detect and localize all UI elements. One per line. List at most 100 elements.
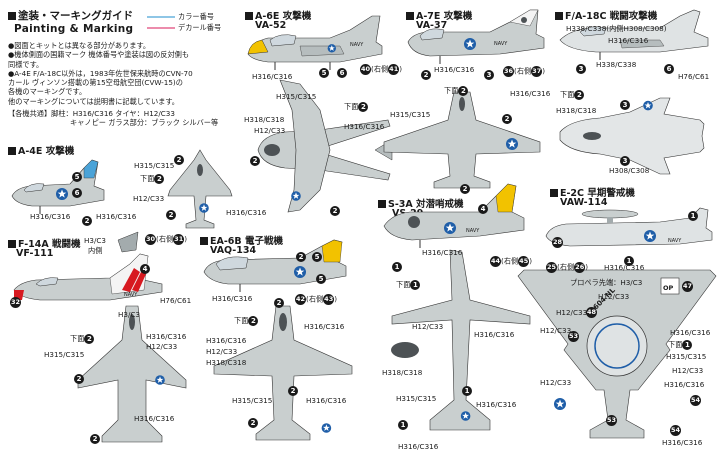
fa18-color-h338: H338/C338 xyxy=(596,60,637,69)
square-icon xyxy=(555,12,563,20)
e2c-decal-48: 48 xyxy=(586,307,597,318)
ea6b-top-drawing xyxy=(213,305,353,441)
fa18-color-h338-inner: H338/C338(内側H308/C308) xyxy=(566,24,667,33)
a4e-decal-5: 5 xyxy=(72,166,82,185)
a6e-decal-2: 2 xyxy=(250,150,260,169)
a6e-color-h316: H316/C316 xyxy=(252,72,293,81)
square-icon xyxy=(200,237,208,245)
a6e-decal-5: 5 xyxy=(319,62,329,81)
e2c-decal-54: 54 xyxy=(690,395,701,406)
a7e-side-drawing: NAVY xyxy=(407,9,545,64)
square-icon xyxy=(8,147,16,155)
e2c-prop-tip: プロペラ先端：H3/C3 xyxy=(570,278,643,287)
fa18-side-drawing xyxy=(559,9,709,60)
a4e-decal-2: 2 xyxy=(174,149,184,168)
s3a-navy-text: NAVY xyxy=(466,228,480,234)
f14-color-h3: H3/C3 xyxy=(84,236,106,245)
f14-decal-4: 4 xyxy=(140,258,150,277)
f14-navy-text: NAVY xyxy=(124,292,138,298)
color-number-key: カラー番号 xyxy=(178,12,214,21)
a7e-decal-2b: 2 xyxy=(502,108,512,127)
fa18-color-h316: H316/C316 xyxy=(608,36,649,45)
f14-color-h316: H316/C316 xyxy=(146,332,187,341)
e2c-color-h12c: H12/C33 xyxy=(540,326,572,335)
s3a-decal-1c: 1 xyxy=(398,414,408,433)
e2c-decal-1b: 1 xyxy=(624,250,634,269)
ea6b-color-h318: H318/C318 xyxy=(206,358,247,367)
s3a-decal-1: 1 xyxy=(392,256,402,275)
fa18-decal-3c: 3 xyxy=(620,150,630,169)
s3a-color-h315: H315/C315 xyxy=(396,394,437,403)
ea6b-decal-5: 5 xyxy=(312,246,322,265)
f14-color-h316b: H316/C316 xyxy=(134,414,175,423)
s3a-color-h318: H318/C318 xyxy=(382,368,423,377)
square-icon xyxy=(406,12,414,20)
e2c-unit: VAW-114 xyxy=(560,197,608,208)
op-text: OP xyxy=(663,284,674,292)
square-icon xyxy=(8,240,16,248)
e2c-decal-53b: 53 xyxy=(568,331,579,342)
a6e-color-h318: H318/C318 xyxy=(244,115,285,124)
square-icon xyxy=(550,189,558,197)
a4e-decal-6: 6 xyxy=(72,182,82,201)
a4e-color-h316: H316/C316 xyxy=(30,212,71,221)
a4e-color-h12: H12/C33 xyxy=(133,194,165,203)
f14-decal-2b: 2 xyxy=(90,428,100,447)
s3a-color-h316: H316/C316 xyxy=(422,248,463,257)
fa18-color-h308: H308/C308 xyxy=(609,166,650,175)
fa18-top-drawing xyxy=(559,97,705,175)
f14-color-h12: H12/C33 xyxy=(146,342,178,351)
ea6b-decal-2: 2 xyxy=(296,246,306,265)
f14-right-side: 30(右側31) xyxy=(145,234,188,245)
ea6b-color-h315: H315/C315 xyxy=(232,396,273,405)
s3a-color-h316c: H316/C316 xyxy=(476,400,517,409)
fa18-decal-6: 6 xyxy=(664,58,674,77)
f14-title: F-14A 戦闘機 xyxy=(8,236,81,250)
f14-top-drawing xyxy=(77,305,187,443)
fa18-decal-3: 3 xyxy=(576,58,586,77)
fa18-color-h318: H318/C318 xyxy=(556,106,597,115)
f14-color-h76: H76/C61 xyxy=(160,296,192,305)
s3a-right-side: 44(右側45) xyxy=(490,256,533,267)
s3a-color-h316b: H316/C316 xyxy=(474,330,515,339)
note-line: 同様です。 xyxy=(8,59,44,69)
s3a-decal-4: 4 xyxy=(478,198,488,217)
f14-unit: VF-111 xyxy=(16,248,54,259)
a6e-color-h316b: H316/C316 xyxy=(344,122,385,131)
a7e-color-h316: H316/C316 xyxy=(434,65,475,74)
common-note: 【各機共通】脚柱：H316/C316 タイヤ：H12/C33 xyxy=(8,109,175,119)
ea6b-color-h316b: H316/C316 xyxy=(304,322,345,331)
a4e-decal-2c: 2 xyxy=(82,210,92,229)
ea6b-title: EA-6B 電子戦機 xyxy=(200,233,283,247)
a6e-top-drawing xyxy=(257,79,393,213)
a6e-right-side: 40(右側41) xyxy=(360,64,403,75)
ea6b-decal-5b: 5 xyxy=(316,268,326,287)
s3a-top-drawing xyxy=(391,249,531,431)
e2c-color-h316: H316/C316 xyxy=(604,263,645,272)
e2c-color-h316c: H316/C316 xyxy=(664,380,705,389)
a4e-title: A-4E 攻撃機 xyxy=(8,143,74,157)
ea6b-right-side: 42(右側43) xyxy=(295,294,338,305)
ea6b-decal-2c: 2 xyxy=(288,380,298,399)
note-line: ●機体側面の国籍マーク 機体番号や塗装は図の反対側も xyxy=(8,50,190,60)
decal-number-key: デカール番号 xyxy=(178,23,222,32)
f14-decal-32: 32 xyxy=(10,297,21,308)
a6e-title: A-6E 攻撃機 xyxy=(245,8,311,22)
note-line: 各機のマーキングです。 xyxy=(8,87,87,97)
note-line: カール ヴィンソン搭載の第15空母航空団(CVW-15)の xyxy=(8,78,183,88)
e2c-decal-47: 47 xyxy=(682,281,693,292)
e2c-decal-28: 28 xyxy=(552,237,563,248)
legend-title-en: Painting & Marking xyxy=(14,23,134,35)
e2c-color-h12b: H12/C33 xyxy=(556,308,588,317)
fa18-title: F/A-18C 戦闘攻撃機 xyxy=(555,8,657,22)
a6e-side-drawing: NAVY xyxy=(247,15,383,70)
s3a-side-drawing: NAVY xyxy=(383,183,525,248)
s3a-color-h316d: H316/C316 xyxy=(398,442,439,451)
f14-color-h315: H315/C315 xyxy=(44,350,85,359)
e2c-op-badge xyxy=(660,277,680,295)
